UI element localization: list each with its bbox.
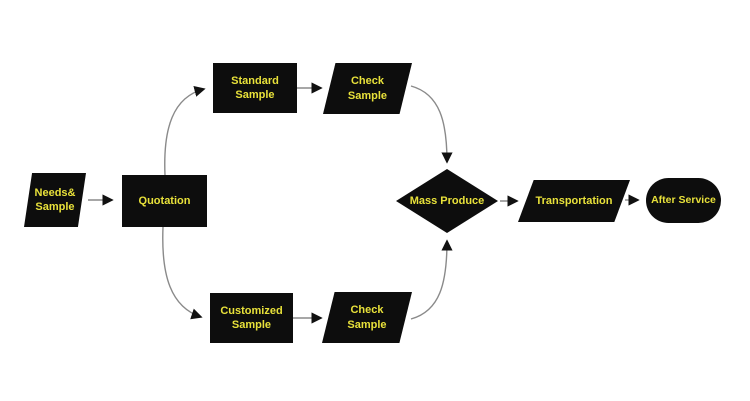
label-line-2: Sample [35, 201, 75, 213]
label-line-1: Check [350, 304, 384, 317]
node-standard-sample[interactable]: Standard Sample [213, 63, 297, 113]
node-check-sample-top-label: Check Sample [348, 74, 387, 103]
label-line-1: After Service [651, 193, 716, 206]
edge-quotation-to-standard [164, 85, 206, 176]
label-line-2: Sample [231, 319, 272, 331]
label-line-1: Needs& [34, 186, 76, 199]
node-customized-sample[interactable]: Customized Sample [210, 293, 293, 343]
node-needs-sample-label: Needs& Sample [35, 186, 76, 215]
label-line-1: Customized [220, 304, 283, 317]
label-line-1: Check [350, 75, 384, 88]
label-line-1: Transportation [535, 194, 613, 207]
edge-quotation-to-customized [162, 226, 203, 320]
node-customized-sample-label: Customized Sample [220, 304, 282, 333]
node-mass-produce[interactable]: Mass Produce [396, 169, 498, 233]
label-line-2: Sample [347, 318, 387, 331]
edge-check-bottom-to-mass [410, 239, 453, 320]
node-quotation[interactable]: Quotation [122, 175, 207, 227]
node-check-sample-top[interactable]: Check Sample [323, 63, 412, 114]
label-line-1: Mass Produce [409, 194, 485, 207]
node-transportation-label: Transportation [535, 194, 612, 208]
node-check-sample-bottom[interactable]: Check Sample [322, 292, 412, 343]
node-after-service-label: After Service [651, 194, 716, 208]
node-needs-sample[interactable]: Needs& Sample [24, 173, 86, 227]
node-mass-produce-label: Mass Produce [410, 194, 485, 208]
label-line-2: Sample [235, 89, 275, 101]
label-line-1: Standard [231, 74, 279, 87]
node-quotation-label: Quotation [139, 194, 191, 208]
label-line-2: Sample [347, 89, 388, 102]
edge-check-top-to-mass [410, 85, 453, 164]
node-after-service[interactable]: After Service [646, 178, 721, 223]
label-line-1: Quotation [138, 194, 191, 207]
node-standard-sample-label: Standard Sample [231, 74, 279, 103]
node-check-sample-bottom-label: Check Sample [347, 303, 386, 332]
node-transportation[interactable]: Transportation [518, 180, 630, 222]
